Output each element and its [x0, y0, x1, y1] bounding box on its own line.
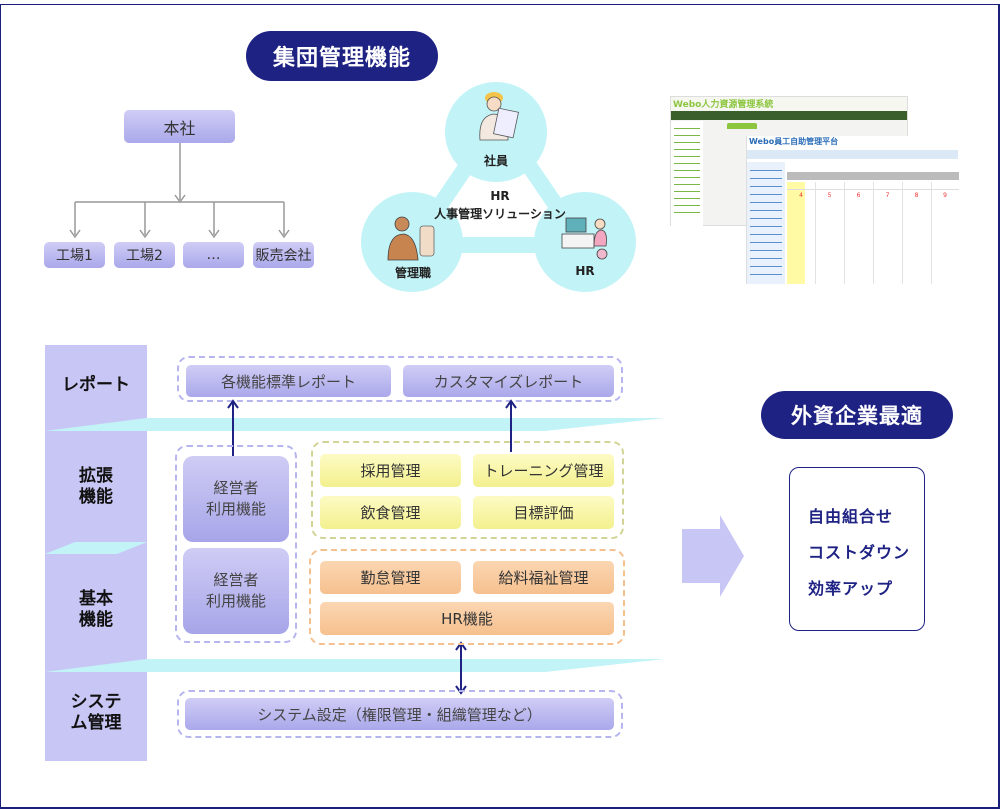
- front-app-navbar: [747, 150, 958, 159]
- foreign-optimal-title: 外資企業最適: [761, 391, 953, 439]
- front-app-sidebar: [747, 162, 785, 284]
- goal-evaluation: 目標評価: [473, 496, 614, 529]
- basic-functions-group: [309, 549, 625, 645]
- training-management: トレーニング管理: [473, 454, 614, 487]
- executive-functions-basic: 経営者 利用機能: [183, 548, 289, 634]
- group-management-title: 集団管理機能: [246, 31, 438, 81]
- manager-label: 管理職: [394, 266, 431, 280]
- manager-icon: [387, 216, 435, 261]
- arrow-bidirectional-basic-system: [455, 641, 467, 695]
- employee-icon: [479, 92, 519, 141]
- layer-label-text: 拡張: [79, 466, 113, 486]
- extended-functions-group: [311, 441, 624, 539]
- executive-functions-extended: 経営者 利用機能: [183, 456, 289, 542]
- layer-label-text: システ: [70, 692, 122, 712]
- layer-label-text: 基本: [79, 589, 113, 609]
- attendance-management: 勤怠管理: [320, 561, 461, 594]
- system-settings-box: システム設定（権限管理・組織管理など）: [185, 698, 614, 730]
- executive-line1: 経営者: [213, 479, 259, 497]
- employee-label: 社員: [483, 154, 508, 168]
- hr-triangle-links: [397, 105, 599, 253]
- back-app-navbar: [671, 111, 907, 120]
- benefits-box: [789, 467, 925, 631]
- hr-system-screenshot-front: Webo員工自助管理平台 4 5 6 7 8 9: [746, 136, 959, 284]
- hr-label: HR: [575, 264, 595, 278]
- back-app-tab: [727, 123, 757, 129]
- benefit-efficiency-up: 効率アップ: [808, 579, 894, 598]
- back-app-sidebar: [671, 121, 703, 227]
- hr-center-line2: 人事管理ソリューション: [434, 207, 566, 221]
- layer-label-text: 機能: [79, 610, 113, 630]
- hr-staff-icon: [561, 217, 608, 260]
- executive-line1: 経営者: [213, 571, 259, 589]
- recruitment-management: 採用管理: [320, 454, 461, 487]
- layer-label-system: システム管理: [45, 688, 147, 738]
- layer-label-report: レポート: [45, 360, 147, 410]
- executive-line2: 利用機能: [205, 500, 266, 518]
- calendar-header-bar: [787, 172, 959, 180]
- org-chart-connectors: [69, 142, 290, 239]
- layer-label-report-text: レポート: [62, 374, 130, 395]
- arrow-up-executive-to-report: [227, 399, 239, 456]
- layer-label-extended: 拡張機能: [45, 462, 147, 512]
- executive-line2: 利用機能: [205, 592, 266, 610]
- catering-management: 飲食管理: [320, 496, 461, 529]
- reports-group: [177, 356, 623, 402]
- separator-band-1: [45, 418, 665, 431]
- benefit-free-combination: 自由組合せ: [808, 507, 894, 526]
- benefit-cost-down: コストダウン: [808, 543, 911, 562]
- hr-center-line1: HR: [490, 189, 510, 203]
- arrow-up-extended-to-report: [505, 399, 517, 452]
- back-app-title: Webo人力資源管理系統: [671, 97, 907, 111]
- executive-group: [175, 445, 297, 643]
- org-child-ellipsis: …: [183, 242, 244, 268]
- layer-label-basic: 基本機能: [45, 585, 147, 635]
- calendar-grid-lines: [787, 182, 959, 284]
- org-child-sales-company: 販売会社: [253, 242, 314, 268]
- payroll-welfare-management: 給料福祉管理: [473, 561, 614, 594]
- separator-band-2: [45, 542, 147, 554]
- front-app-title: Webo員工自助管理平台: [749, 137, 839, 146]
- org-child-factory2: 工場2: [114, 242, 175, 268]
- hr-functions: HR機能: [320, 602, 614, 635]
- separator-band-3: [45, 659, 665, 672]
- standard-report-box: 各機能標準レポート: [186, 365, 391, 397]
- layer-label-text: ム管理: [70, 713, 122, 733]
- org-root-headquarters: 本社: [124, 110, 235, 143]
- org-child-factory1: 工場1: [44, 242, 105, 268]
- layer-label-text: 機能: [79, 487, 113, 507]
- custom-report-box: カスタマイズレポート: [403, 365, 614, 397]
- right-arrow-icon: [682, 515, 744, 597]
- system-group: [177, 690, 623, 738]
